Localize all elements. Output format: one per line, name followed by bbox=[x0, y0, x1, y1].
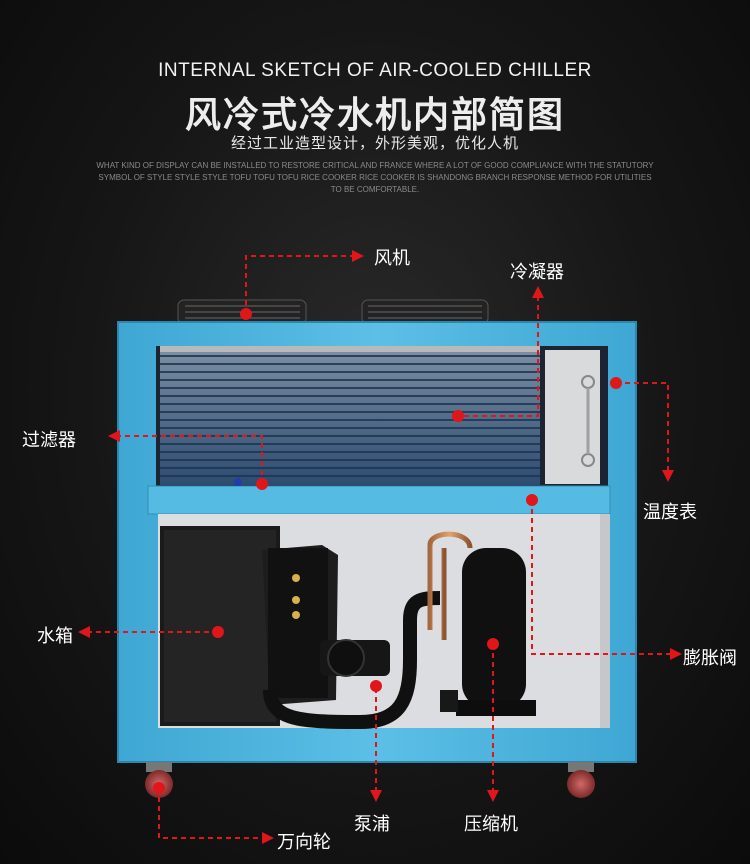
arrow-heads bbox=[78, 250, 682, 844]
label-thermometer: 温度表 bbox=[643, 502, 697, 523]
pump-unit bbox=[320, 639, 390, 677]
label-filter: 过滤器 bbox=[22, 430, 76, 451]
label-expansion-valve: 膨胀阀 bbox=[683, 648, 737, 669]
label-fan: 风机 bbox=[374, 248, 410, 269]
subtitle: 经过工业造型设计，外形美观，优化人机 bbox=[230, 134, 519, 152]
water-tank bbox=[160, 526, 280, 726]
condenser-coil bbox=[160, 346, 600, 486]
title-cn: 风冷式冷水机内部简图 bbox=[184, 95, 565, 136]
label-water-tank: 水箱 bbox=[37, 626, 73, 647]
water-hose bbox=[263, 591, 441, 730]
label-caster: 万向轮 bbox=[277, 832, 331, 853]
label-compressor: 压缩机 bbox=[464, 814, 518, 835]
evaporator bbox=[262, 545, 338, 705]
caster-wheels bbox=[145, 762, 595, 798]
description: WHAT KIND OF DISPLAY CAN BE INSTALLED TO… bbox=[96, 161, 654, 194]
callout-dots bbox=[153, 308, 622, 794]
callout-lines bbox=[90, 255, 670, 839]
label-condenser: 冷凝器 bbox=[510, 262, 564, 283]
compressor-unit bbox=[427, 531, 536, 716]
title-en: INTERNAL SKETCH OF AIR-COOLED CHILLER bbox=[158, 60, 592, 81]
fan-units bbox=[177, 299, 489, 325]
label-pump: 泵浦 bbox=[354, 814, 390, 835]
